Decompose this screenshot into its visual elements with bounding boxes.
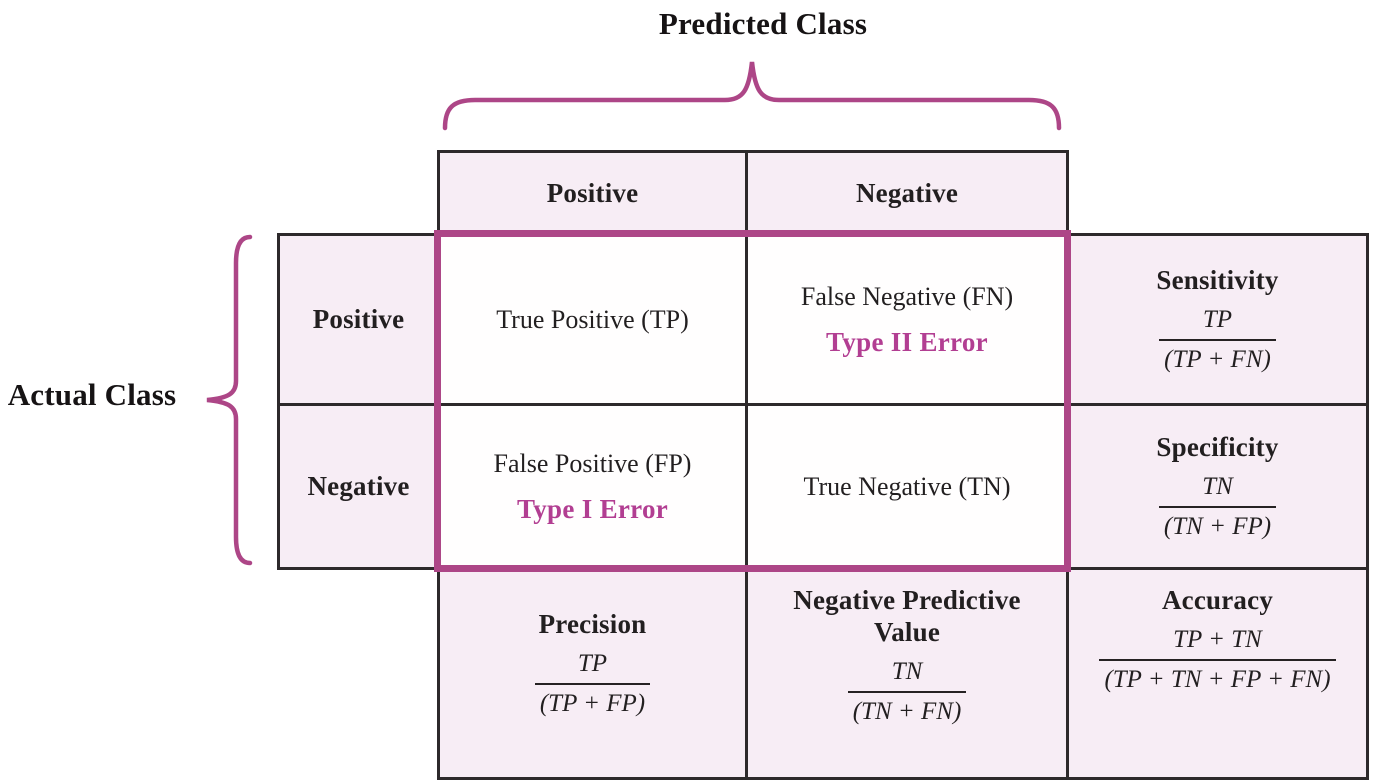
cell-precision: Precision TP (TP + FP) <box>437 567 748 780</box>
left-curly-brace-icon <box>206 234 253 566</box>
cell-false-positive: False Positive (FP) Type I Error <box>437 403 748 570</box>
specificity-denominator: (TN + FP) <box>1158 506 1277 542</box>
false-positive-label: False Positive (FP) <box>493 449 692 478</box>
npv-numerator: TN <box>891 658 923 685</box>
cell-sensitivity: Sensitivity TP (TP + FN) <box>1066 233 1369 406</box>
cell-accuracy: Accuracy TP + TN (TP + TN + FP + FN) <box>1066 567 1369 780</box>
accuracy-name: Accuracy <box>1161 585 1274 615</box>
predicted-class-title: Predicted Class <box>658 6 868 41</box>
cell-false-negative: False Negative (FN) Type II Error <box>745 233 1069 406</box>
cell-negative-predictive-value: Negative Predictive Value TN (TN + FN) <box>745 567 1069 780</box>
specificity-name: Specificity <box>1156 432 1279 462</box>
predicted-negative-label: Negative <box>855 177 959 208</box>
sensitivity-denominator: (TP + FN) <box>1159 339 1276 375</box>
actual-negative-header: Negative <box>277 403 440 570</box>
cell-specificity: Specificity TN (TN + FP) <box>1066 403 1369 570</box>
specificity-formula: TN (TN + FP) <box>1158 472 1277 542</box>
cell-true-positive: True Positive (TP) <box>437 233 748 406</box>
false-negative-label: False Negative (FN) <box>800 282 1014 311</box>
sensitivity-name: Sensitivity <box>1156 265 1279 295</box>
actual-positive-label: Positive <box>312 304 405 334</box>
precision-numerator: TP <box>577 650 608 677</box>
actual-negative-label: Negative <box>307 471 410 501</box>
precision-formula: TP (TP + FP) <box>534 649 651 719</box>
npv-formula: TN (TN + FN) <box>847 657 967 727</box>
accuracy-denominator: (TP + TN + FP + FN) <box>1099 659 1336 695</box>
cell-true-negative: True Negative (TN) <box>745 403 1069 570</box>
sensitivity-numerator: TP <box>1202 306 1233 333</box>
type-1-error-tag: Type I Error <box>516 494 669 524</box>
actual-class-title: Actual Class <box>7 377 177 412</box>
top-curly-brace-icon <box>442 61 1062 131</box>
true-positive-label: True Positive (TP) <box>496 304 689 334</box>
npv-name: Negative Predictive Value <box>793 585 1021 647</box>
accuracy-numerator: TP + TN <box>1173 626 1262 653</box>
predicted-negative-header: Negative <box>745 150 1069 236</box>
predicted-positive-header: Positive <box>437 150 748 236</box>
precision-denominator: (TP + FP) <box>534 683 651 719</box>
accuracy-formula: TP + TN (TP + TN + FP + FN) <box>1099 625 1336 695</box>
predicted-positive-label: Positive <box>546 177 639 208</box>
specificity-numerator: TN <box>1202 473 1233 500</box>
sensitivity-formula: TP (TP + FN) <box>1159 305 1276 375</box>
true-negative-label: True Negative (TN) <box>803 471 1011 501</box>
npv-denominator: (TN + FN) <box>847 691 967 727</box>
type-2-error-tag: Type II Error <box>826 327 988 357</box>
precision-name: Precision <box>538 609 647 639</box>
actual-positive-header: Positive <box>277 233 440 406</box>
